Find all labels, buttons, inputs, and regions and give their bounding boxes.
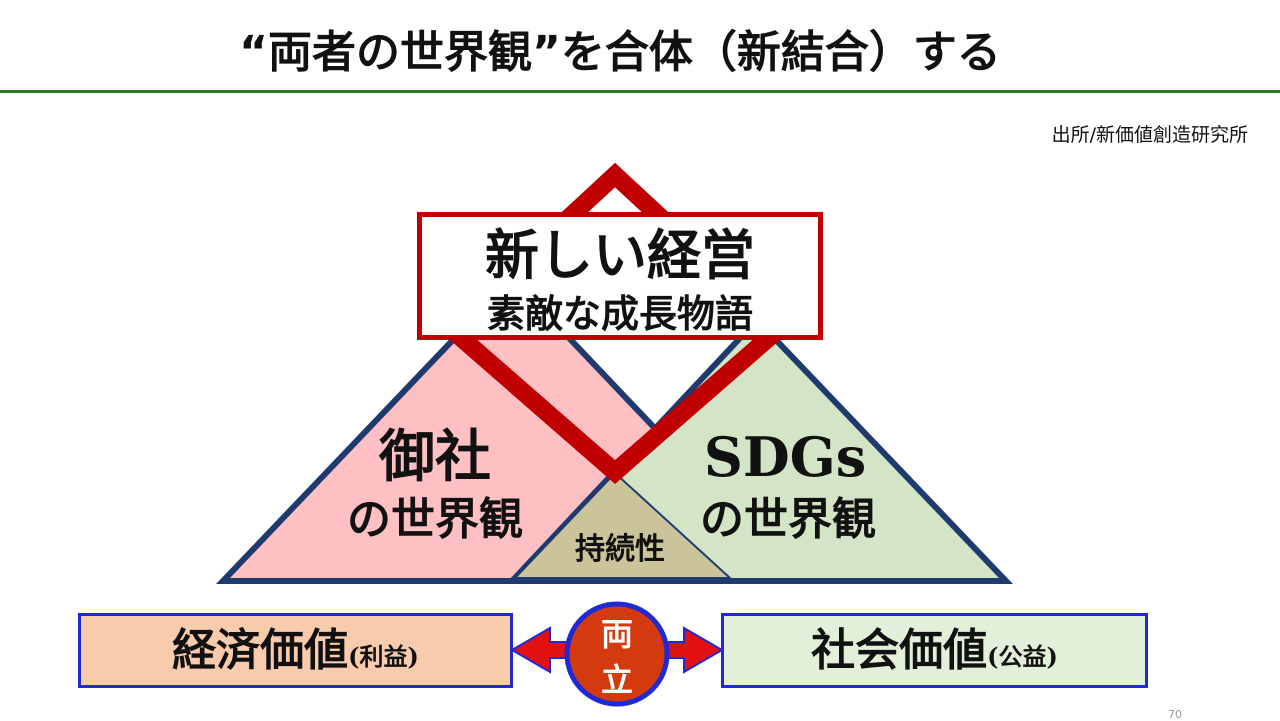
company-label: 御社 [379,424,491,490]
circle-top-char: 両 [600,615,633,653]
growth-story-label: 素敵な成長物語 [486,291,753,336]
right-arrow [663,626,724,674]
ryoritsu-circle [564,601,670,707]
social-value-label: 社会価値(公益) [721,613,1148,697]
sdgs-worldview-label: の世界観 [700,494,876,545]
company-worldview-label: の世界観 [347,494,523,545]
new-management-box [417,212,823,340]
overlap-region [512,471,733,579]
economic-value-paren: (利益) [348,642,419,671]
economic-value-label: 経済価値(利益) [78,613,513,697]
sustainability-label: 持続性 [575,532,665,567]
title-underline [0,90,1280,93]
economic-value-box [78,613,513,688]
social-value-box [721,613,1148,688]
left-arrow [510,626,571,674]
social-value-main: 社会価値 [811,625,988,676]
social-value-paren: (公益) [987,642,1058,671]
new-management-heading: 新しい経営 [485,223,755,287]
page-title: “両者の世界観”を合体（新結合）する [239,27,1001,78]
sdgs-label: SDGs [703,425,867,489]
page-number: 70 [1168,708,1182,721]
circle-bottom-char: 立 [600,661,633,699]
source-label: 出所/新価値創造研究所 [1051,124,1248,146]
economic-value-main: 経済価値 [172,625,349,676]
